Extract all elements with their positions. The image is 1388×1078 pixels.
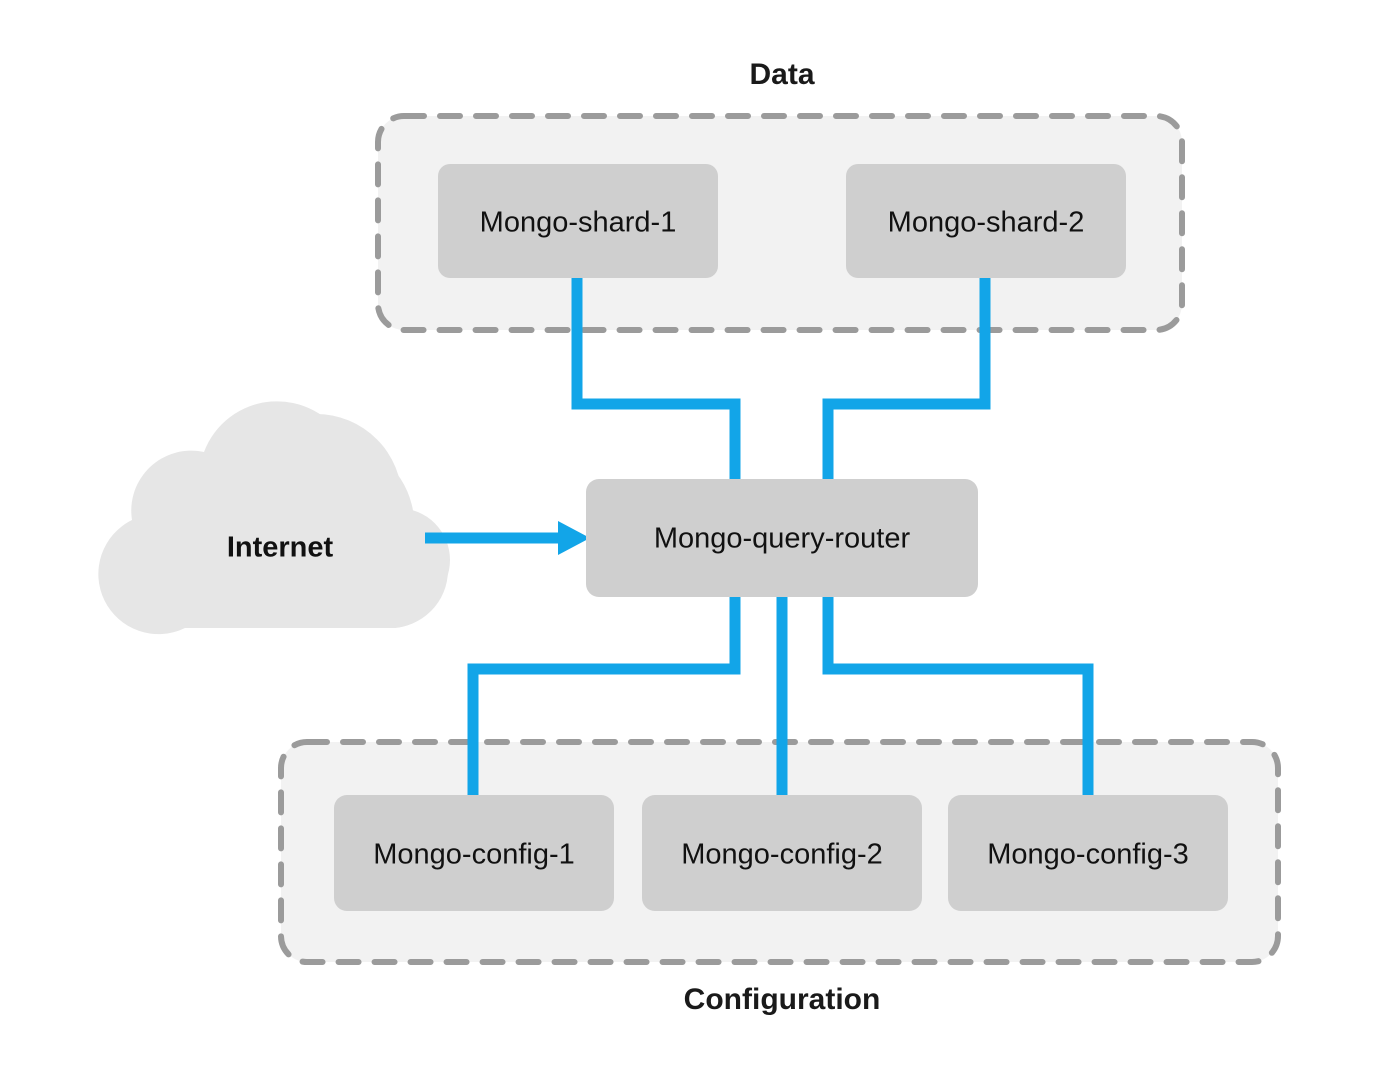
node-box-config-2[interactable] [642,795,922,911]
node-mongo-shard-2[interactable]: Mongo-shard-2 [846,164,1126,278]
node-box-config-3[interactable] [948,795,1228,911]
node-mongo-config-1[interactable]: Mongo-config-1 [334,795,614,911]
node-label-shard-2: Mongo-shard-2 [888,207,1085,239]
node-label-config-3: Mongo-config-3 [987,839,1189,871]
node-box-shard-2[interactable] [846,164,1126,278]
node-box-config-1[interactable] [334,795,614,911]
connector-router-to-config1 [467,586,741,806]
internet-label: Internet [227,532,334,564]
arrow-head-icon [558,521,590,555]
configuration-group-label: Configuration [684,983,881,1016]
node-mongo-config-2[interactable]: Mongo-config-2 [642,795,922,911]
node-label-config-2: Mongo-config-2 [681,839,883,871]
node-label-query-router: Mongo-query-router [654,523,911,555]
cloud-base [112,507,448,628]
connector-layer [467,265,1094,806]
node-label-shard-1: Mongo-shard-1 [480,207,677,239]
connector-shard2-to-router [822,265,991,490]
connector-shard1-to-router [571,265,741,490]
data-group-label: Data [749,58,814,91]
internet-to-router-arrow [425,521,590,555]
node-box-query-router[interactable] [586,479,978,597]
node-mongo-config-3[interactable]: Mongo-config-3 [948,795,1228,911]
node-mongo-query-router[interactable]: Mongo-query-router [586,479,978,597]
internet-cloud: Internet [98,401,450,635]
node-mongo-shard-1[interactable]: Mongo-shard-1 [438,164,718,278]
connector-router-to-config3 [822,586,1094,806]
node-label-config-1: Mongo-config-1 [373,839,575,871]
node-box-shard-1[interactable] [438,164,718,278]
